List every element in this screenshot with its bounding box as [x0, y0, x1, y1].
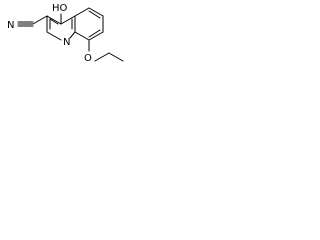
atom-label-nitrile-n: N: [7, 20, 14, 31]
bond-o-ch2: [94, 52, 110, 62]
bond-c3-cn: [32, 15, 48, 25]
bond-c7-c8: [88, 31, 104, 41]
bond-c8-c8a: [74, 31, 90, 41]
atom-label-ether-o: O: [84, 53, 92, 64]
structure-diagram: N HO N O: [7, 3, 124, 64]
bond-n1-c2: [46, 31, 62, 41]
bond-c8a-n1: [69, 31, 76, 39]
bond-c4a-c5: [74, 7, 90, 17]
bond-c3-c4-inner: [49, 18, 59, 25]
bond-c3-c4: [46, 15, 62, 25]
atom-label-hydroxy: HO: [52, 3, 68, 14]
bond-c4-c4a: [60, 15, 76, 25]
bond-c5-c6: [88, 7, 104, 17]
atom-label-ring-n: N: [63, 37, 70, 48]
bond-ch2-ch3: [108, 52, 124, 62]
bond-c5-c6-inner: [88, 10, 101, 19]
bond-c7-c8-inner: [88, 29, 101, 38]
